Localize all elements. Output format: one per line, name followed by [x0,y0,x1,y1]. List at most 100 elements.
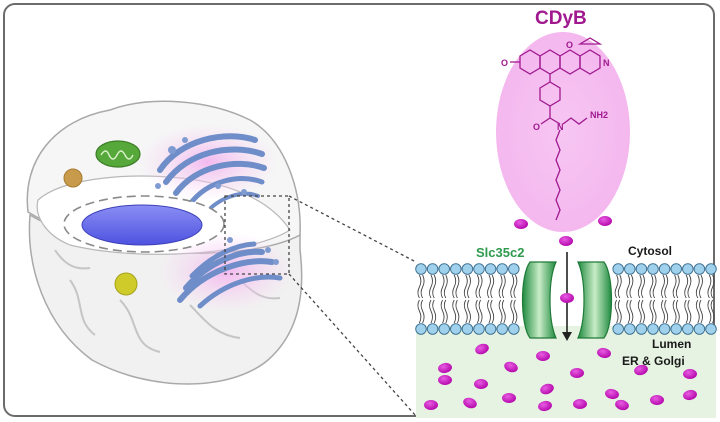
lipid-tail [661,299,665,324]
lipid-head [508,263,520,275]
lipid-tail [417,299,422,324]
lipid-tail [490,274,495,299]
lipid-tail [420,274,425,299]
lipid-head [496,263,508,275]
dye-particle [598,216,612,226]
transporter-label: Slc35c2 [476,245,525,260]
lipid-head [612,323,624,335]
lipid-tail [432,274,437,299]
dye-particle [683,389,697,401]
lipid-tail [463,299,468,324]
dye-particle [538,400,552,412]
dye-particle [502,393,516,403]
dye-particle [559,236,573,246]
lipid-head [450,323,462,335]
dye-particle [504,361,518,373]
lipid-tail [487,274,491,299]
dye-particle [540,383,554,395]
zoom-indicator [224,195,417,417]
atom-amide-nitrogen: N [557,122,564,132]
dye-particle [463,397,477,409]
lipid-head [624,263,636,275]
lipid-heads-top [415,263,717,275]
lipid-head [508,323,520,335]
lipid-tail [432,299,437,324]
lipid-head [647,263,659,275]
lipid-tail [672,274,677,299]
lipid-tail [629,299,634,324]
lipid-tail [467,274,471,299]
lipid-tail [687,274,692,299]
lipid-head [635,263,648,275]
cdyb-atoms: O O N O N NH2 [501,40,610,132]
lipid-tail [452,274,457,299]
lipid-tail [463,274,468,299]
lipid-tail [626,274,631,299]
lipid-tail [443,299,448,324]
dye-particle [570,368,584,378]
lipid-head [438,263,450,275]
transport-arrow-head [562,332,572,341]
dye-particle [424,400,438,410]
lipid-tail [455,299,460,324]
zoom-line-bottom [288,273,417,417]
membrane-panel: O O N O N NH2 [415,32,717,418]
lipid-tail [652,299,657,324]
lipid-tail [440,299,445,324]
lipid-tail [637,299,642,324]
dye-particle [560,292,574,304]
lipid-head [426,323,439,335]
lipid-tail [649,274,654,299]
dye-particle [475,343,489,355]
atom-oxygen: O [501,58,508,68]
cell [26,100,303,385]
lipid-head [647,323,659,335]
lipid-head [682,323,694,335]
lipid-tail [684,299,689,324]
zoom-box [224,195,290,275]
lipid-head [473,323,485,335]
lipid-tail [452,299,457,324]
lipid-tail [710,274,715,299]
nucleus [81,204,203,246]
lipid-tail [661,274,665,299]
lipid-tail [652,274,657,299]
lipid-tail [478,299,483,324]
lipid-tail [501,274,506,299]
dye-particle [650,395,664,405]
lipid-tail [429,274,433,299]
lipid-tail [490,299,495,324]
atom-nitrogen: N [603,58,610,68]
lumen-label: Lumen [652,337,692,351]
lipid-tail [687,299,692,324]
probe-glow [496,32,630,232]
lipid-tail [699,299,703,324]
lipid-tail [443,274,448,299]
lipid-tail [467,299,471,324]
lipid-head [682,263,694,275]
dye-particles [424,216,697,412]
transporter-right-half [577,261,613,339]
lipid-tail [501,299,506,324]
dye-particle [536,351,550,361]
lipid-tail [510,299,515,324]
lipid-tail [420,299,425,324]
golgi-vesicles-upper [155,137,247,195]
lipid-tail [710,299,715,324]
lipid-tail [672,299,677,324]
lipid-tail [637,274,642,299]
lipid-head [670,263,682,275]
dye-particle [634,364,648,376]
mitochondrion [95,140,141,168]
atom-amide-oxygen: O [533,122,540,132]
lipid-tail [626,299,631,324]
lipid-head [670,323,682,335]
lipid-tail [617,274,622,299]
dye-particle [605,388,619,400]
compartment-label: ER & Golgi [622,354,685,368]
lipid-tail [695,299,700,324]
lipid-tail [513,274,518,299]
lipid-head [612,263,624,275]
lipid-tail [617,299,622,324]
